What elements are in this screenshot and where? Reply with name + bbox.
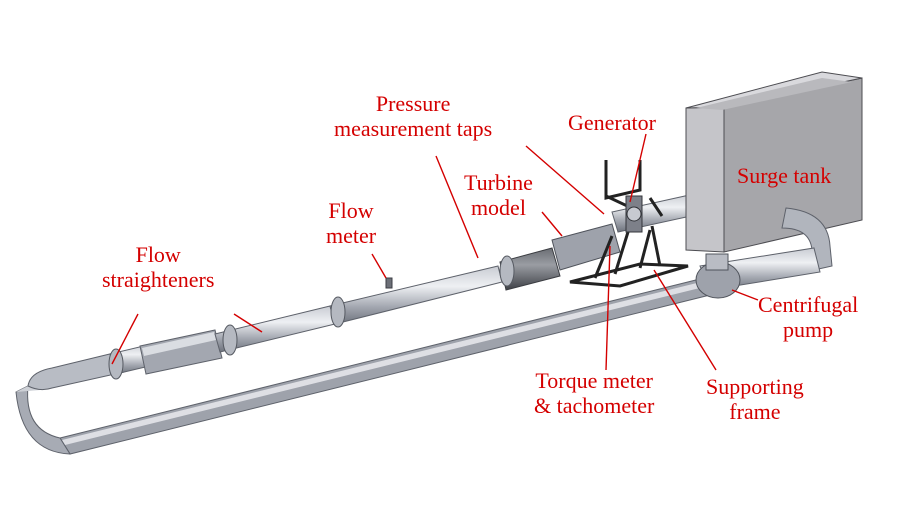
label-turbine-model: Turbine model (464, 170, 533, 220)
label-supporting-frame-line2: frame (729, 399, 781, 424)
label-generator: Generator (568, 110, 656, 135)
leader-lines (111, 133, 759, 371)
label-flow-meter-line2: meter (326, 223, 377, 248)
label-flow-straighteners-line2: straighteners (102, 267, 215, 292)
label-pressure-taps-line1: Pressure (375, 91, 451, 116)
label-flow-straighteners: Flow straighteners (102, 242, 214, 292)
return-pipe (15, 275, 723, 455)
label-supporting-frame: Supporting frame (706, 374, 804, 424)
flow-meter-sensor (385, 277, 393, 289)
label-surge-tank: Surge tank (737, 163, 831, 188)
label-centrifugal-pump-line2: pump (783, 317, 834, 342)
label-turbine-model-line2: model (470, 195, 526, 220)
label-supporting-frame-line1: Supporting (706, 374, 804, 399)
label-turbine-model-line1: Turbine (464, 170, 533, 195)
label-centrifugal-pump: Centrifugal pump (758, 292, 858, 342)
surge-tank (685, 71, 863, 253)
label-centrifugal-pump-line1: Centrifugal (758, 292, 859, 317)
main-pipe (27, 193, 701, 391)
label-torque-meter-line1: Torque meter (535, 368, 653, 393)
label-flow-meter-line1: Flow (328, 198, 374, 223)
label-flow-meter: Flow meter (326, 198, 376, 248)
supporting-frame (569, 160, 689, 288)
label-torque-meter: Torque meter & tachometer (534, 368, 654, 418)
pump-pipe (695, 207, 833, 299)
generator (625, 195, 643, 233)
label-surge-tank-text: Surge tank (737, 163, 832, 188)
label-pressure-taps-line2: measurement taps (334, 116, 493, 141)
label-torque-meter-line2: & tachometer (534, 393, 655, 418)
label-generator-text: Generator (568, 110, 656, 135)
label-pressure-taps: Pressure measurement taps (334, 91, 492, 141)
label-flow-straighteners-line1: Flow (135, 242, 181, 267)
